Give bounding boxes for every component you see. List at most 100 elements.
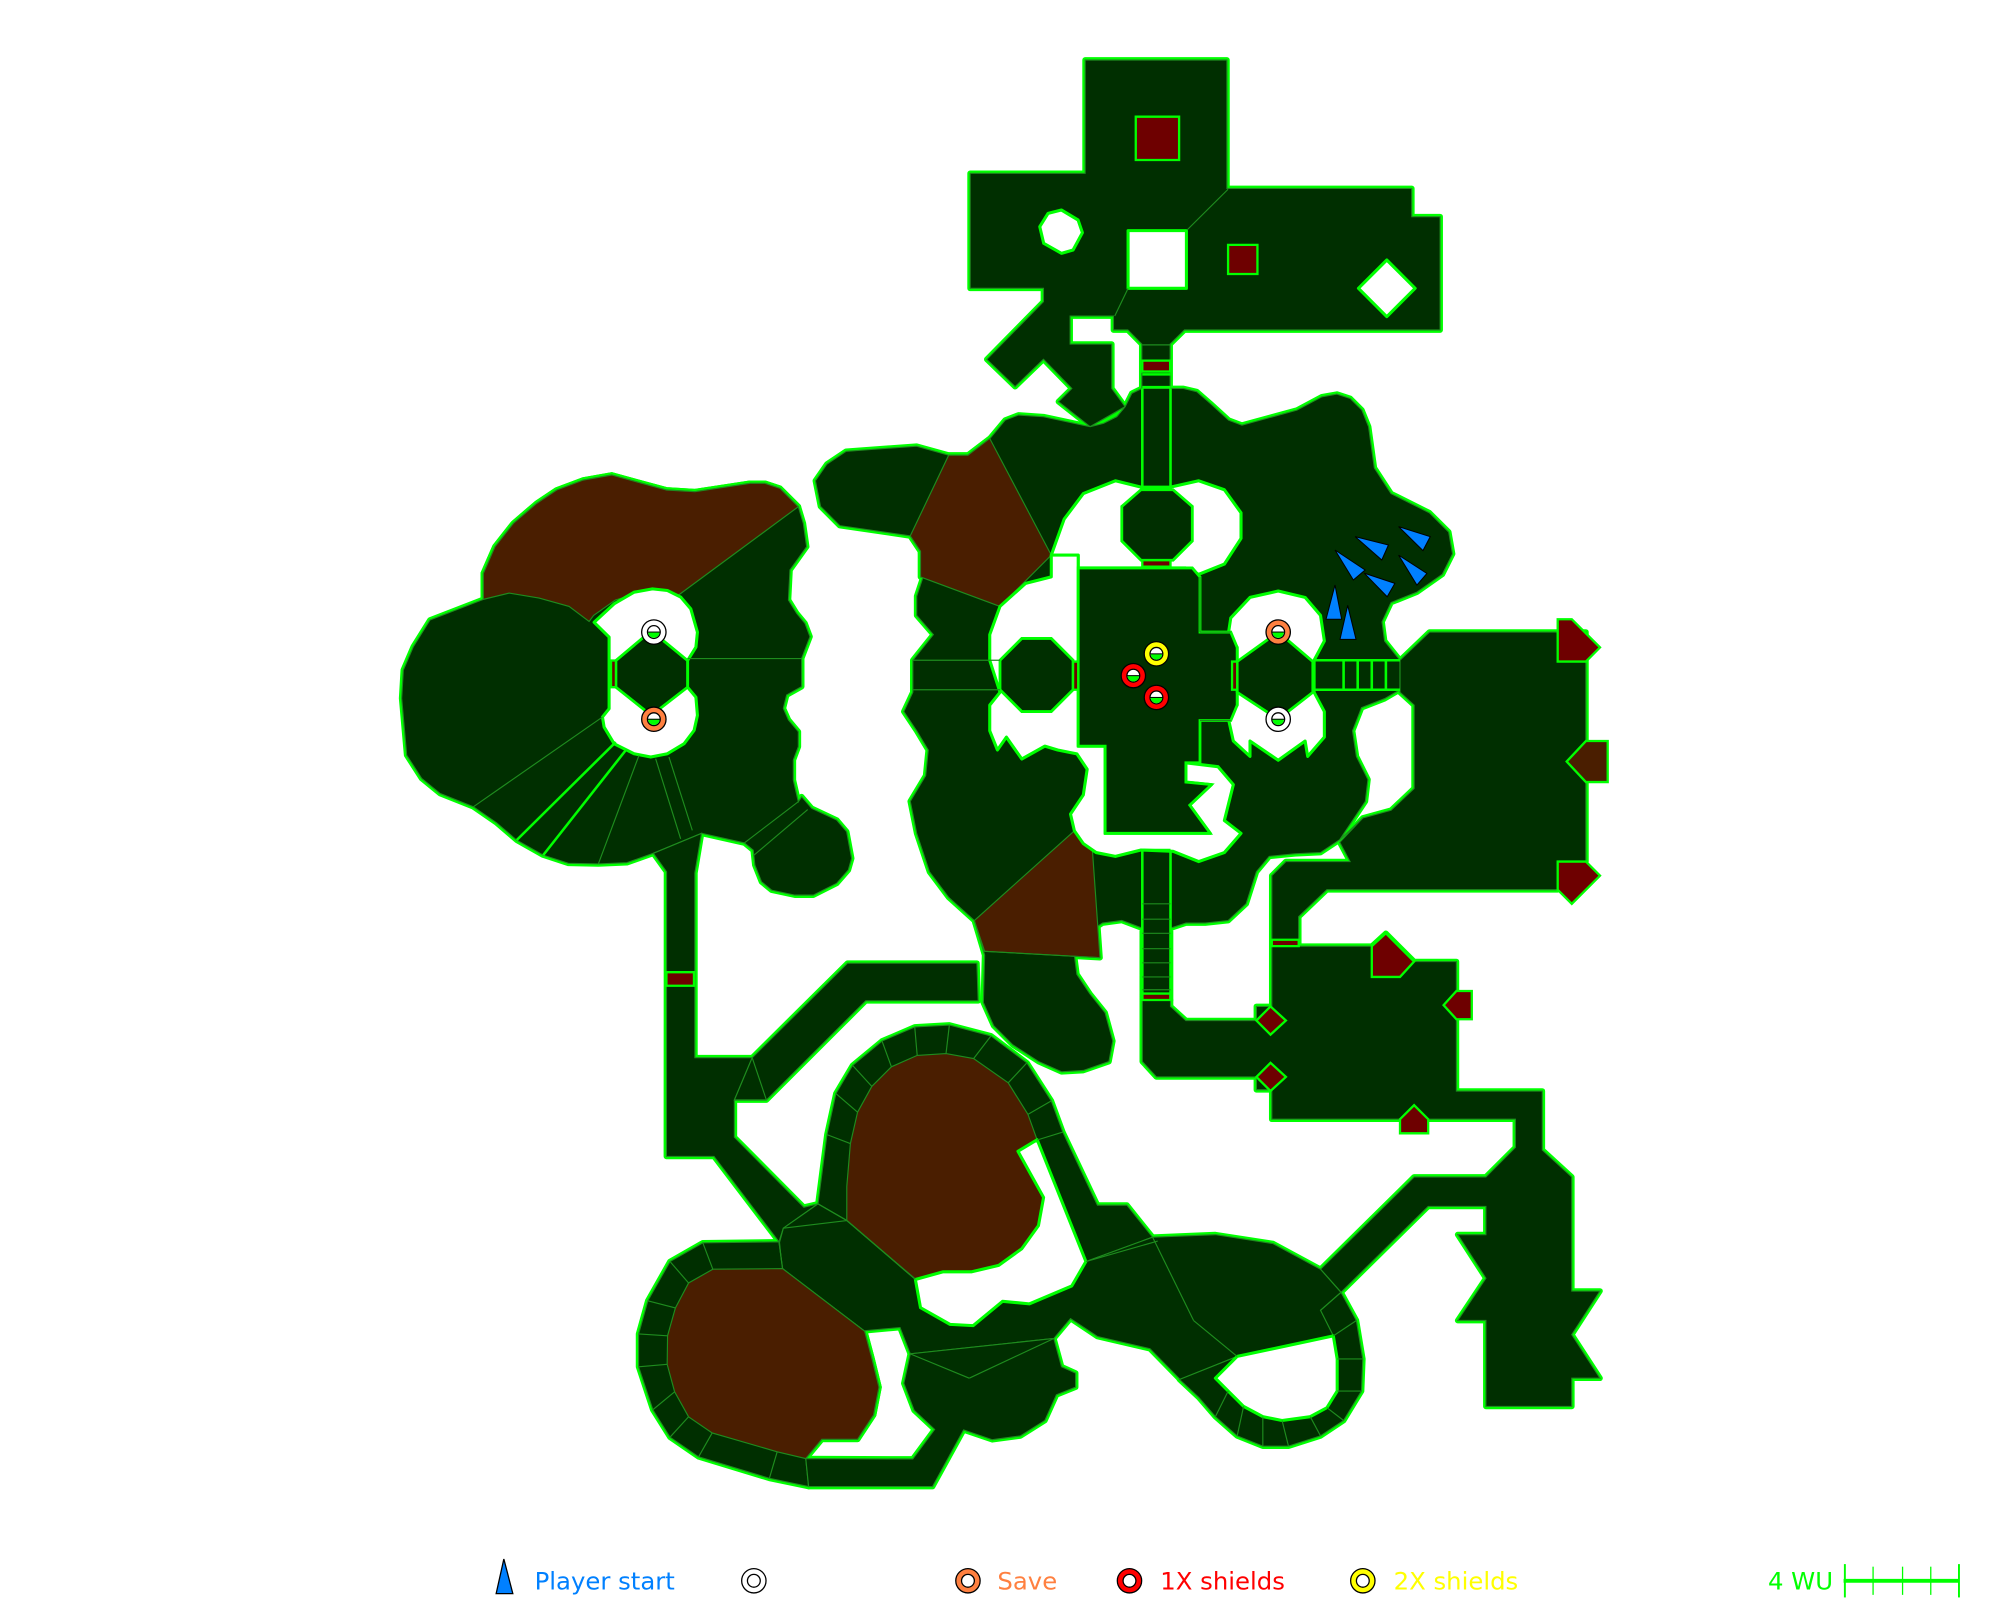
liquid-alcove: [1565, 739, 1609, 784]
platform: [609, 659, 618, 689]
seam-line: [768, 1451, 778, 1479]
scale-label: 4 WU: [1768, 1567, 1833, 1596]
platform: [1556, 860, 1602, 906]
seam-line: [914, 1026, 918, 1056]
platform: [1134, 115, 1181, 162]
seam-line: [1320, 1291, 1342, 1311]
player-start-icon: [1363, 572, 1396, 598]
player-start-icon: [1398, 554, 1428, 586]
top-wing-room: [969, 59, 1441, 428]
seam-line: [778, 1241, 784, 1269]
seam-line: [910, 1353, 970, 1379]
item-markers: [641, 526, 1431, 733]
seam-line: [1114, 288, 1129, 317]
platform: [1370, 931, 1416, 979]
legend: Player start Save 1X shields 2X shields …: [495, 1558, 1960, 1598]
seam-line: [655, 758, 682, 840]
player-start-icon: [1354, 536, 1390, 561]
yellow-ring-icon: [1350, 1567, 1376, 1594]
orange-ring-icon: [955, 1567, 981, 1594]
platform: [1442, 989, 1473, 1021]
platform: [1226, 243, 1259, 276]
seam-line: [668, 756, 693, 831]
seam-line: [638, 1333, 668, 1337]
interior-lines: [473, 188, 1401, 1479]
platform: [1254, 1061, 1288, 1093]
marker-facing: [1127, 675, 1140, 682]
seam-line: [744, 801, 799, 844]
player-start-triangle-icon: [495, 1558, 514, 1595]
seam-line: [881, 1040, 892, 1067]
north-octagon-room: [1120, 488, 1194, 562]
platform: [665, 971, 696, 987]
player-start-icon: [1334, 549, 1366, 581]
seam-line: [968, 1337, 1055, 1379]
seam-line: [1152, 1236, 1195, 1321]
pillar-octagon: [1038, 208, 1084, 255]
seam-line: [1214, 1390, 1229, 1417]
platform: [1398, 1103, 1430, 1135]
seam-line: [1193, 1320, 1238, 1357]
platform: [1270, 938, 1300, 948]
seam-line: [638, 1363, 668, 1368]
seam-line: [652, 1391, 675, 1411]
marker-facing: [1272, 632, 1284, 638]
seam-line: [945, 1024, 950, 1054]
platforms: [609, 115, 1609, 1135]
marker-facing: [1150, 653, 1163, 660]
seam-line: [835, 1093, 858, 1113]
south-liquid-west: [666, 1268, 880, 1460]
seam-line: [1037, 1131, 1063, 1141]
player-start-icon: [1339, 605, 1357, 640]
seam-line: [826, 1134, 851, 1145]
platform: [1141, 359, 1172, 373]
seam-line: [1326, 1407, 1344, 1421]
seam-line: [597, 755, 640, 865]
marker-facing: [1150, 697, 1163, 704]
seam-line: [752, 809, 809, 857]
platform: [1254, 1004, 1288, 1037]
seam-line: [669, 1416, 690, 1438]
shield1x-marker-icon: [1143, 684, 1170, 711]
marker-facing: [648, 632, 660, 638]
seam-line: [1333, 1320, 1357, 1337]
west-octagon-room: [998, 637, 1075, 713]
pillar-diamond: [1356, 258, 1417, 319]
seam-line: [647, 1300, 676, 1309]
seam-line: [1007, 1062, 1028, 1084]
seam-line: [1027, 1100, 1052, 1115]
seam-line: [973, 1035, 992, 1059]
platform: [1230, 660, 1239, 691]
seam-line: [846, 1220, 916, 1280]
player-start-icon: [1325, 584, 1343, 620]
seam-line: [1309, 1416, 1322, 1437]
seam-line: [751, 1057, 767, 1101]
legend-2x-shields-label: 2X shields: [1394, 1567, 1519, 1596]
west-corridor: [652, 832, 819, 1244]
seam-line: [1085, 1240, 1158, 1263]
seam-line: [1281, 1420, 1290, 1447]
marker-facing: [648, 719, 660, 725]
seam-line: [702, 1242, 714, 1270]
red-ring-icon: [1116, 1567, 1143, 1594]
player-start-icon: [1398, 526, 1431, 552]
wall-line: [542, 749, 627, 856]
legend-save-label: Save: [997, 1567, 1057, 1596]
seam-line: [698, 1432, 713, 1458]
shield1x-marker-icon: [1120, 662, 1147, 689]
west-liquid-pool: [482, 474, 800, 623]
seam-line: [473, 716, 603, 808]
south-lower-passage: [805, 1337, 1077, 1488]
pattern-marker-icon: [641, 619, 667, 645]
platform: [1556, 618, 1602, 663]
scale-bar: [1843, 1564, 1960, 1598]
pillar-square: [1126, 229, 1188, 290]
save-marker-icon: [1265, 619, 1292, 645]
marker-facing: [1272, 719, 1284, 725]
pattern-marker-icon: [1265, 706, 1292, 733]
shield2x-marker-icon: [1143, 641, 1170, 667]
platform: [1141, 992, 1172, 1002]
seam-line: [783, 1219, 847, 1229]
legend-1x-shields-label: 1X shields: [1160, 1567, 1285, 1596]
